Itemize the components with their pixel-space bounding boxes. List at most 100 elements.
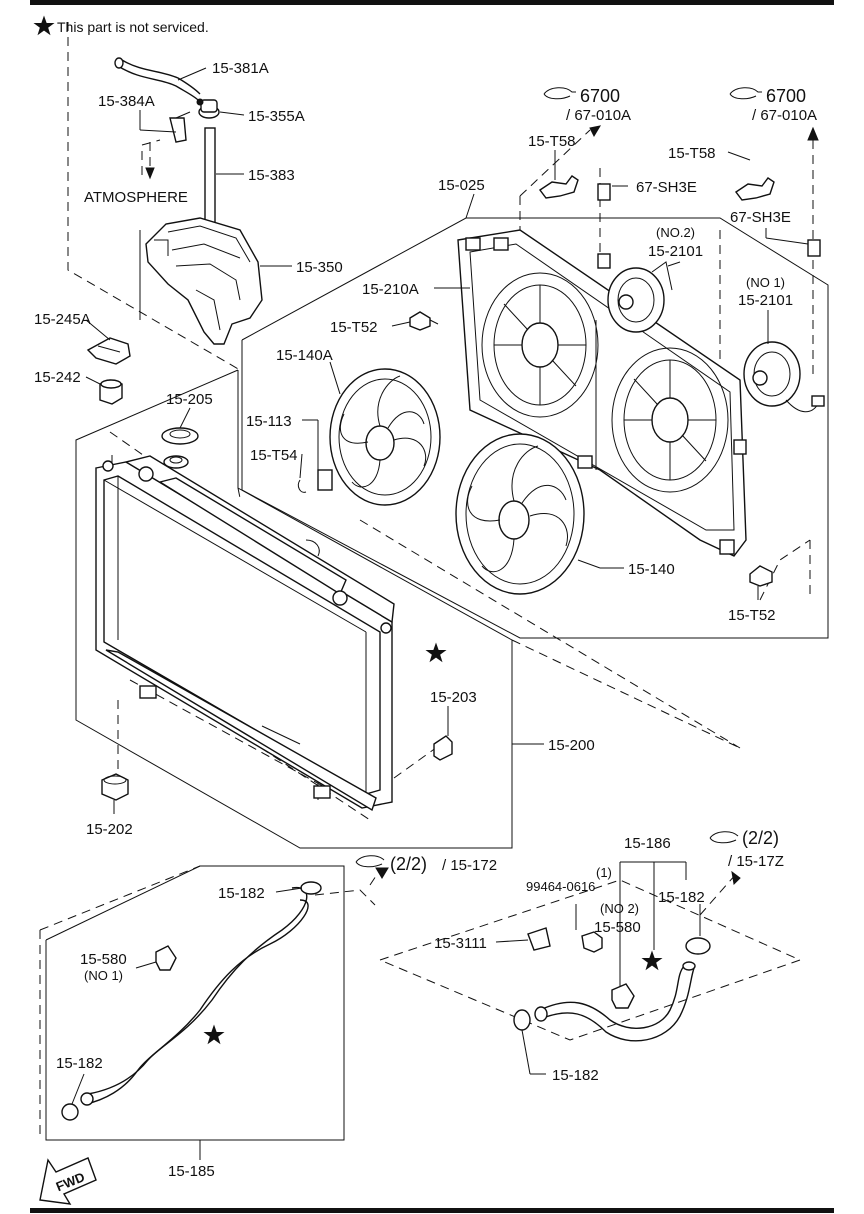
frame-lines <box>39 22 829 1141</box>
elbow-hose-384A[interactable] <box>169 117 187 143</box>
star-icon <box>425 642 447 663</box>
fan-motor-no2[interactable] <box>607 261 673 333</box>
label-15-T52-a: 15-T52 <box>330 319 378 336</box>
reference-hand-icon <box>709 831 739 844</box>
label-15-T58-b: 15-T58 <box>668 145 716 162</box>
reference-hand-icon <box>543 87 576 100</box>
label-15-350: 15-350 <box>296 259 343 276</box>
label-15-245A: 15-245A <box>34 311 91 328</box>
label-15-205: 15-205 <box>166 391 213 408</box>
label-15-202: 15-202 <box>86 821 133 838</box>
clamp-580-no2[interactable] <box>611 983 635 1009</box>
label-15-T58-a: 15-T58 <box>528 133 576 150</box>
svg-text:(2/2): (2/2) <box>742 828 779 848</box>
label-15-2101-b: 15-2101 <box>738 292 793 309</box>
label-15-025: 15-025 <box>438 177 485 194</box>
bolt-99464[interactable] <box>581 931 603 953</box>
label-15-210A: 15-210A <box>362 281 419 298</box>
hose-clamp-182-a[interactable] <box>300 881 322 895</box>
bolt-T52-b[interactable] <box>749 565 773 587</box>
label-15-383: 15-383 <box>248 167 295 184</box>
label-15-2101-a: 15-2101 <box>648 243 703 260</box>
fan-motor-no1[interactable] <box>743 341 825 413</box>
bolts-top-right <box>538 175 821 587</box>
ref-6700-b[interactable]: 6700 / 67-010A <box>729 86 817 124</box>
bolt-T58-a[interactable] <box>538 175 579 199</box>
clip-T54[interactable] <box>297 479 307 493</box>
bolt-T52-a[interactable] <box>409 311 431 331</box>
bolt-T58-b[interactable] <box>734 177 775 201</box>
svg-text:(2/2): (2/2) <box>390 854 427 874</box>
label-15-384A: 15-384A <box>98 93 155 110</box>
radiator-200[interactable] <box>95 455 395 812</box>
ref-22-15-172[interactable]: (2/2) / 15-172 <box>355 854 497 879</box>
label-15-113: 15-113 <box>246 413 292 430</box>
reference-hand-icon <box>729 87 762 100</box>
label-15-580-a: 15-580 <box>80 951 127 968</box>
label-15-203: 15-203 <box>430 689 477 706</box>
connector-SH3E-a[interactable] <box>597 183 611 201</box>
fwd-arrow: FWD <box>39 1157 97 1205</box>
reservoir-pipe-383[interactable] <box>204 127 216 229</box>
label-15-182-d: 15-182 <box>552 1067 599 1084</box>
fan-140[interactable] <box>455 433 585 595</box>
hose-clamp-182-b[interactable] <box>61 1103 79 1121</box>
not-serviced-text: This part is not serviced. <box>57 19 209 35</box>
label-99464-0616: 99464-0616 <box>526 879 595 894</box>
connector-SH3E-b[interactable] <box>807 239 821 257</box>
ref-22-15-17Z[interactable]: (2/2) / 15-17Z <box>709 828 784 886</box>
not-serviced-note: This part is not serviced. <box>33 15 209 36</box>
svg-text:/ 67-010A: / 67-010A <box>752 107 817 124</box>
radiator-hose-185[interactable] <box>80 886 309 1106</box>
star-icon <box>641 950 663 971</box>
fan-140A[interactable] <box>329 368 441 506</box>
fan-shroud-025[interactable] <box>457 229 747 557</box>
svg-text:6700: 6700 <box>580 86 620 106</box>
label-15-186: 15-186 <box>624 835 671 852</box>
label-15-182-a: 15-182 <box>218 885 265 902</box>
label-67-SH3E-a: 67-SH3E <box>636 179 697 196</box>
hose-clamp-182-d[interactable] <box>513 1009 531 1031</box>
label-15-185: 15-185 <box>168 1163 215 1180</box>
svg-text:/ 15-17Z: / 15-17Z <box>728 853 784 870</box>
ref-6700-a[interactable]: 6700 / 67-010A <box>543 86 631 124</box>
star-icon <box>203 1024 225 1045</box>
label-15-140A: 15-140A <box>276 347 333 364</box>
bracket-245A[interactable] <box>86 337 131 365</box>
label-no1-clamp: (NO 1) <box>84 968 123 983</box>
reference-hand-icon <box>355 855 385 868</box>
part-labels: 15-381A 15-384A 15-355A 15-383 ATMOSPHER… <box>34 60 793 1180</box>
leader-lines <box>71 67 809 1160</box>
label-15-580-b: 15-580 <box>594 919 641 936</box>
overflow-hose-381A[interactable] <box>117 65 199 101</box>
svg-text:/ 67-010A: / 67-010A <box>566 107 631 124</box>
svg-text:/ 15-172: / 15-172 <box>442 857 497 874</box>
svg-text:6700: 6700 <box>766 86 806 106</box>
top-border-bar <box>30 0 834 5</box>
label-15-182-c: 15-182 <box>658 889 705 906</box>
cushion-202[interactable] <box>101 773 129 801</box>
label-15-182-b: 15-182 <box>56 1055 103 1072</box>
label-15-3111: 15-3111 <box>434 935 487 952</box>
drain-plug-203[interactable] <box>433 735 453 761</box>
label-15-242: 15-242 <box>34 369 81 386</box>
plate-113[interactable] <box>317 469 333 491</box>
coolant-reservoir-350[interactable] <box>145 217 263 345</box>
label-atmosphere: ATMOSPHERE <box>84 189 188 206</box>
cross-references: 6700 / 67-010A 6700 / 67-010A (2/2) / 15… <box>355 86 819 886</box>
label-no1-fan: (NO 1) <box>746 275 785 290</box>
label-67-SH3E-b: 67-SH3E <box>730 209 791 226</box>
label-no2-fan: (NO.2) <box>656 225 695 240</box>
label-15-355A: 15-355A <box>248 108 305 125</box>
hose-clamp-182-c[interactable] <box>685 937 711 955</box>
label-15-381A: 15-381A <box>212 60 269 77</box>
bracket-3111[interactable] <box>527 927 551 951</box>
bottom-border-bar <box>30 1208 834 1213</box>
label-15-T54: 15-T54 <box>250 447 298 464</box>
label-15-140: 15-140 <box>628 561 675 578</box>
reservoir-group <box>114 57 263 345</box>
radiator-hose-186[interactable] <box>534 961 696 1042</box>
star-icon <box>33 15 55 36</box>
clamp-580-no1[interactable] <box>155 945 177 971</box>
